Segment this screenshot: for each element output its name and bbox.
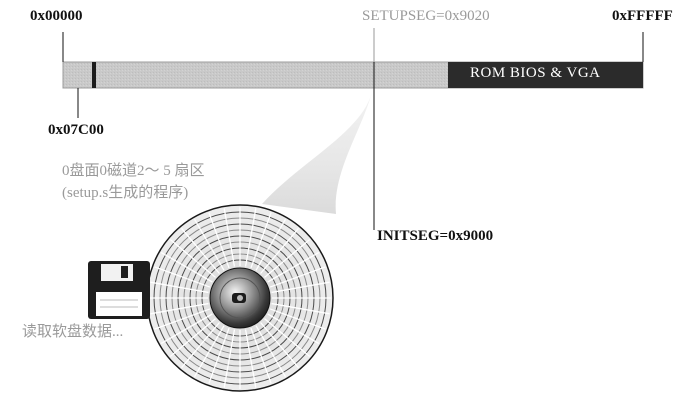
sector-divider (208, 327, 230, 384)
sector-divider (271, 281, 330, 294)
sector-divider (267, 251, 320, 283)
sector-divider (160, 313, 213, 345)
sector-divider (169, 318, 216, 357)
sector-divider (255, 218, 287, 271)
sector-divider (250, 212, 272, 269)
transfer-beam (262, 92, 372, 214)
sector-divider (264, 318, 311, 357)
sector-divider (181, 227, 220, 274)
sector-divider (250, 327, 272, 384)
sector-divider (169, 239, 216, 278)
setupseg-label: SETUPSEG=0x9020 (362, 8, 490, 24)
sector-divider (223, 329, 236, 388)
sector-divider (208, 212, 230, 269)
sector-divider (193, 218, 225, 271)
sector-divider (260, 227, 299, 274)
initseg-label: INITSEG=0x9000 (377, 228, 494, 244)
sector-divider (244, 329, 257, 388)
sector-divider (181, 322, 220, 369)
sector-caption-line1: 0盘面0磁道2～ 5 扇区 (62, 163, 205, 179)
sector-divider (223, 208, 236, 267)
start-address-label: 0x00000 (30, 8, 83, 24)
rom-bios-vga-region (448, 62, 643, 88)
bootsect-address-label: 0x07C00 (48, 122, 104, 138)
sector-divider (150, 281, 209, 294)
sector-divider (269, 266, 326, 288)
sector-divider (255, 325, 287, 378)
rom-region-label: ROM BIOS & VGA (470, 65, 601, 81)
sector-divider (267, 313, 320, 345)
sector-divider (193, 325, 225, 378)
sector-divider (150, 302, 209, 315)
bootsect-marker (92, 62, 96, 88)
sector-divider (160, 251, 213, 283)
read-disk-caption: 读取软盘数据... (22, 324, 124, 340)
sector-divider (244, 208, 257, 267)
sector-divider (260, 322, 299, 369)
sector-caption-line2: (setup.s生成的程序) (62, 185, 189, 201)
end-address-label: 0xFFFFF (612, 8, 673, 24)
sector-divider (269, 308, 326, 330)
sector-divider (154, 266, 211, 288)
sector-divider (271, 302, 330, 315)
disk-platter-icon (146, 204, 334, 392)
sector-divider (154, 308, 211, 330)
floppy-disk-icon (88, 261, 150, 319)
sector-divider (264, 239, 311, 278)
